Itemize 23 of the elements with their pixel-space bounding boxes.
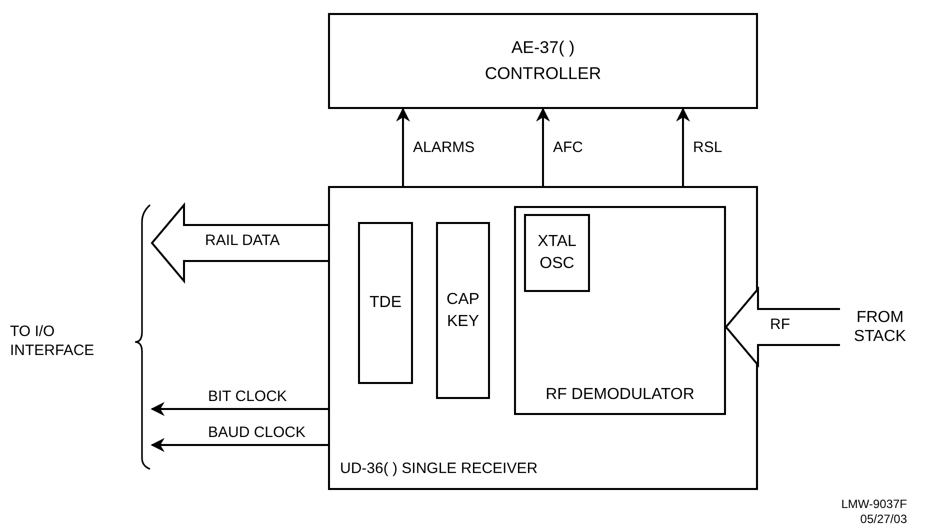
block-arrow: [724, 286, 841, 368]
bracket: [134, 204, 152, 470]
block-label: RF DEMODULATOR: [546, 385, 694, 405]
arrow: [396, 108, 410, 186]
block-box: [328, 13, 758, 109]
block-label: XTAL OSC: [536, 232, 578, 274]
arrow: [150, 402, 328, 416]
arrow: [150, 438, 328, 452]
block-label: FROM STACK: [852, 308, 908, 346]
block-box: [328, 186, 758, 490]
block-box: [514, 206, 726, 415]
interface-label: TO I/O INTERFACE: [10, 322, 96, 360]
drawing-number: LMW-9037F: [841, 497, 907, 512]
drawing-number: 05/27/03: [860, 512, 907, 527]
arrow: [676, 108, 690, 186]
block-label: UD-36( ) SINGLE RECEIVER: [340, 458, 538, 478]
block-box: [436, 222, 490, 399]
block-label: AE-37( ) CONTROLLER: [484, 37, 602, 85]
block-box: [524, 214, 590, 292]
block-box: [358, 222, 413, 384]
block-label: TDE: [370, 293, 402, 313]
arrow: [536, 108, 550, 186]
block-label: CAP KEY: [446, 290, 480, 332]
